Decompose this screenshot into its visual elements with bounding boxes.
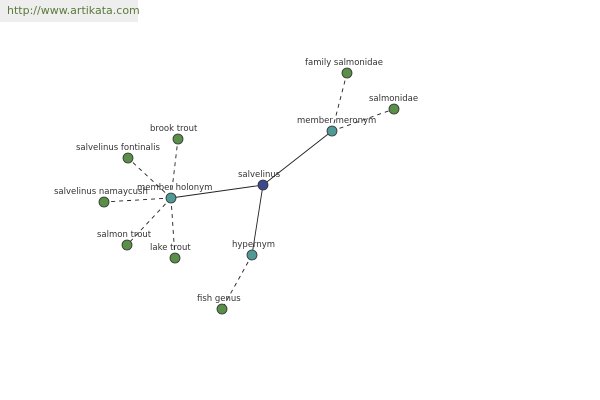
- edge-member-meronym-family-salmonidae: [331, 72, 348, 132]
- node-label-fish-genus: fish genus: [197, 294, 241, 304]
- node-salvelinus[interactable]: salvelinus: [238, 170, 281, 191]
- node-circle-salmonidae[interactable]: [388, 103, 400, 115]
- node-salmon-trout[interactable]: salmon trout: [97, 230, 152, 251]
- node-hypernym[interactable]: hypernym: [232, 240, 275, 261]
- node-label-lake-trout: lake trout: [150, 243, 191, 253]
- edge-hypernym-fish-genus: [221, 254, 253, 310]
- node-circle-brook-trout[interactable]: [172, 133, 184, 145]
- node-salmonidae[interactable]: salmonidae: [369, 94, 418, 115]
- edge-salvelinus-member-holonym: [170, 184, 264, 199]
- edge-member-holonym-lake-trout: [170, 197, 176, 259]
- node-circle-salvelinus[interactable]: [257, 179, 269, 191]
- node-label-salvelinus: salvelinus: [238, 170, 281, 180]
- edge-member-meronym-salmonidae: [331, 108, 395, 132]
- edge-salvelinus-hypernym: [251, 184, 264, 256]
- node-label-member-meronym: member meronym: [297, 116, 376, 126]
- node-circle-salvelinus-fontinalis[interactable]: [122, 152, 134, 164]
- node-circle-member-holonym[interactable]: [165, 192, 177, 204]
- node-label-family-salmonidae: family salmonidae: [305, 58, 383, 68]
- node-label-hypernym: hypernym: [232, 240, 275, 250]
- nodes-layer: salvelinus member holonym member meronym hy…: [54, 58, 418, 315]
- edge-member-holonym-salvelinus-namaycush: [103, 197, 172, 203]
- node-circle-salmon-trout[interactable]: [121, 239, 133, 251]
- edge-member-holonym-brook-trout: [170, 138, 179, 199]
- node-salvelinus-namaycush[interactable]: salvelinus namaycush: [54, 187, 148, 208]
- node-label-salvelinus-fontinalis: salvelinus fontinalis: [76, 143, 160, 153]
- node-circle-hypernym[interactable]: [246, 249, 258, 261]
- edge-member-holonym-salmon-trout: [126, 197, 172, 246]
- edge-member-holonym-salvelinus-fontinalis: [127, 157, 172, 199]
- node-member-holonym[interactable]: member holonym: [137, 183, 212, 204]
- edges-layer: [103, 72, 395, 310]
- watermark-url: http://www.artikata.com: [0, 0, 140, 22]
- node-circle-family-salmonidae[interactable]: [341, 67, 353, 79]
- node-label-salvelinus-namaycush: salvelinus namaycush: [54, 187, 148, 197]
- node-brook-trout[interactable]: brook trout: [150, 124, 198, 145]
- node-label-member-holonym: member holonym: [137, 183, 212, 193]
- node-circle-salvelinus-namaycush[interactable]: [98, 196, 110, 208]
- node-label-salmonidae: salmonidae: [369, 94, 418, 104]
- node-label-brook-trout: brook trout: [150, 124, 198, 134]
- node-circle-member-meronym[interactable]: [326, 125, 338, 137]
- node-member-meronym[interactable]: member meronym: [297, 116, 376, 137]
- node-label-salmon-trout: salmon trout: [97, 230, 152, 240]
- node-family-salmonidae[interactable]: family salmonidae: [305, 58, 383, 79]
- node-salvelinus-fontinalis[interactable]: salvelinus fontinalis: [76, 143, 160, 164]
- node-circle-lake-trout[interactable]: [169, 252, 181, 264]
- node-fish-genus[interactable]: fish genus: [197, 294, 241, 315]
- node-lake-trout[interactable]: lake trout: [150, 243, 191, 264]
- node-circle-fish-genus[interactable]: [216, 303, 228, 315]
- edge-salvelinus-member-meronym: [262, 130, 333, 186]
